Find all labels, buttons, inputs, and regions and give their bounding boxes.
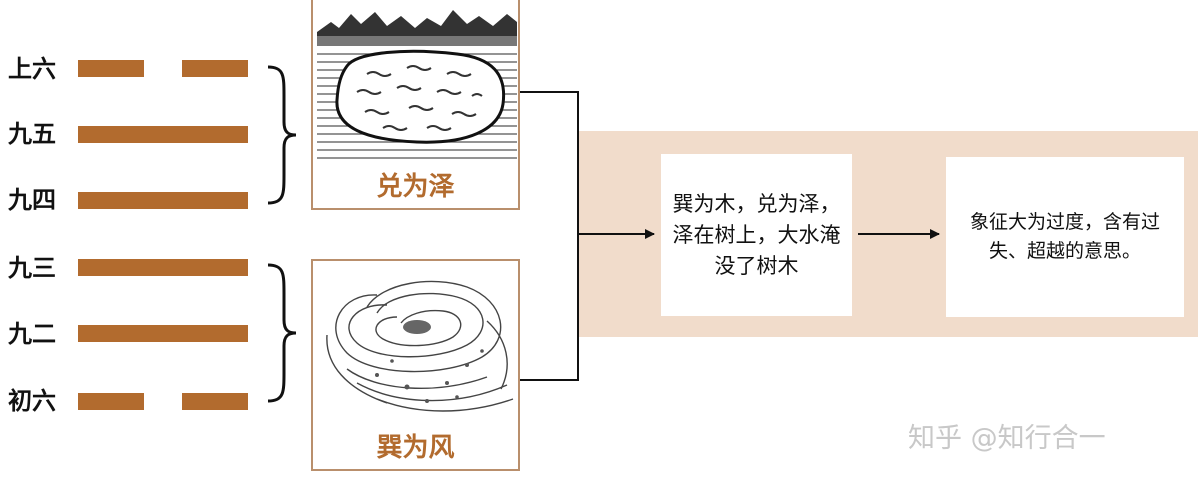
meaning-text: 象征大为过度，含有过失、超越的意思。	[969, 211, 1160, 262]
solid-line-second	[78, 325, 248, 342]
upper-trigram-caption: 兑为泽	[376, 172, 455, 202]
watermark: 知乎 @知行合一	[908, 423, 1106, 454]
solid-line-fifth	[78, 126, 248, 143]
wind-illustration-icon	[326, 280, 514, 412]
upper-trigram-card: 兑为泽	[311, 0, 520, 210]
line-label-fifth: 九五	[8, 120, 56, 148]
meaning-box: 象征大为过度，含有过失、超越的意思。	[946, 157, 1184, 317]
line-label-bottom: 初六	[8, 387, 56, 415]
broken-line-top-right	[182, 60, 248, 77]
broken-line-bottom-left	[78, 393, 144, 410]
line-label-second: 九二	[8, 320, 56, 348]
lower-trigram-card: 巽为风	[311, 259, 520, 471]
line-label-fourth: 九四	[8, 186, 56, 214]
explanation-box: 巽为木，兑为泽，泽在树上，大水淹没了树木	[661, 154, 852, 316]
line-label-third: 九三	[8, 254, 56, 282]
solid-line-fourth	[78, 192, 248, 209]
broken-line-top-left	[78, 60, 144, 77]
explanation-text: 巽为木，兑为泽，泽在树上，大水淹没了树木	[672, 191, 841, 278]
solid-line-third	[78, 259, 248, 276]
lower-trigram-brace	[267, 263, 297, 403]
line-label-top: 上六	[8, 55, 56, 83]
lake-illustration-icon	[317, 10, 517, 159]
broken-line-bottom-right	[182, 393, 248, 410]
upper-trigram-brace	[267, 65, 297, 205]
lower-trigram-caption: 巽为风	[376, 433, 455, 463]
